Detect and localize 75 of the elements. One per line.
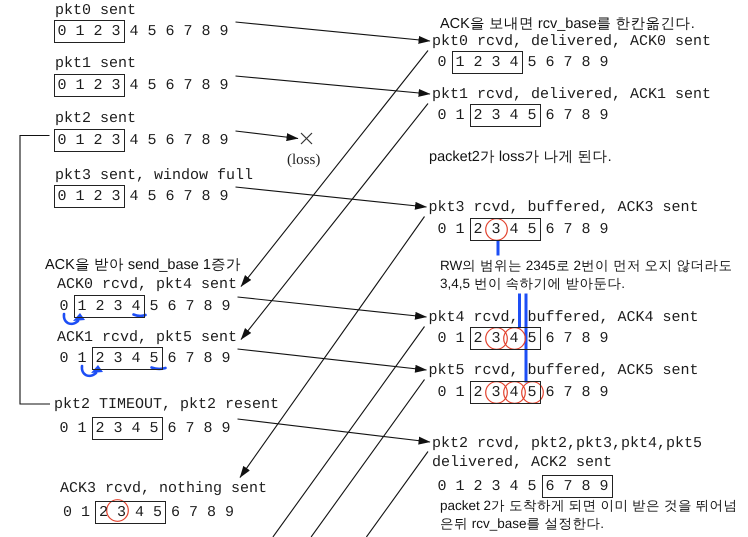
arrow	[235, 186, 427, 210]
event-label: pkt1 sent	[55, 54, 136, 72]
leader-line	[524, 294, 528, 382]
sequence-numbers: 6 7 8 9	[168, 418, 231, 436]
sequence-numbers: 6 7 8 9	[171, 502, 234, 520]
window-box: 0 1 2 3	[54, 20, 125, 42]
event-label: pkt4 rcvd, buffered, ACK4 sent	[428, 308, 699, 326]
event-label: pkt5 rcvd, buffered, ACK5 sent	[428, 362, 699, 378]
sequence-numbers: 4 5 6 7 8 9	[130, 130, 229, 148]
sequence-numbers: 0 1	[438, 382, 465, 400]
arrow	[237, 296, 427, 320]
window-box: 2 3 4 5	[470, 380, 541, 404]
arrow	[235, 75, 430, 97]
window-box: 0 1 2 3	[54, 184, 125, 208]
window-box: 2 3 4 5	[470, 104, 541, 126]
sequence-numbers: 4 5 6 7 8 9	[130, 76, 229, 94]
event-label: ACK0 rcvd, pkt4 sent	[57, 276, 238, 292]
sequence-numbers: 0 1	[438, 328, 465, 346]
arrow	[237, 348, 427, 373]
note-text: ACK을 받아 send_base 1증가	[45, 256, 241, 274]
arrow	[240, 103, 428, 340]
connector-line	[366, 451, 428, 537]
sequence-numbers: 0	[60, 296, 69, 314]
event-label: ACK3 rcvd, nothing sent	[60, 480, 268, 496]
window-box: 1 2 3 4	[74, 294, 145, 318]
arrow	[237, 418, 430, 445]
cross-icon	[300, 132, 313, 145]
connector-line	[272, 326, 425, 537]
sequence-numbers: 6 7 8 9	[168, 348, 231, 366]
sequence-numbers: 0	[438, 52, 447, 70]
event-label: pkt2 rcvd, pkt2,pkt3,pkt4,pkt5 delivered, ACK2 sent	[432, 434, 717, 472]
note-text: ACK을 보내면 rcv_base를 한칸옮긴다.	[440, 15, 695, 33]
sequence-numbers: 0 1 2 3 4 5	[438, 476, 537, 494]
event-label: pkt0 rcvd, delivered, ACK0 sent	[432, 32, 712, 50]
window-box: 2 3 4 5	[92, 346, 163, 370]
sequence-numbers: 6 7 8 9	[546, 382, 609, 400]
note-text: packet2가 loss가 나게 된다.	[429, 148, 612, 166]
event-label: pkt2 TIMEOUT, pkt2 resent	[54, 396, 280, 412]
sequence-numbers: 0 1	[60, 348, 87, 366]
sequence-numbers: 6 7 8 9	[546, 220, 609, 238]
event-label: pkt2 sent	[55, 110, 136, 126]
note-text: packet 2가 도착하게 되면 이미 받은 것을 뛰어넘은뒤 rcv_base를 설정한다.	[440, 497, 739, 533]
sequence-numbers: 5 6 7 8 9	[528, 52, 609, 70]
event-label: ACK1 rcvd, pkt5 sent	[57, 328, 238, 346]
sequence-numbers: 4 5 6 7 8 9	[130, 186, 229, 204]
arrow	[235, 130, 298, 142]
sequence-numbers: 6 7 8 9	[546, 328, 609, 346]
arrow	[235, 21, 430, 44]
arrow	[240, 50, 428, 287]
leader-line	[518, 294, 521, 328]
window-box: 2 3 4 5	[470, 326, 541, 350]
sequence-numbers: 4 5 6 7 8 9	[130, 22, 229, 40]
sequence-numbers: 0 1	[60, 418, 87, 436]
connector-line	[310, 379, 425, 537]
sequence-numbers: 0 1	[438, 106, 465, 124]
leader-line	[496, 240, 500, 256]
window-box: 1 2 3 4	[452, 50, 523, 74]
sequence-numbers: 0 1	[438, 220, 465, 238]
window-box: 0 1 2 3	[54, 74, 125, 96]
window-box: 2 3 4 5	[92, 416, 163, 440]
window-box: 0 1 2 3	[54, 128, 125, 152]
sequence-numbers: 6 7 8 9	[546, 106, 609, 124]
arrow	[240, 216, 425, 478]
note-text: RW의 범위는 2345로 2번이 먼저 오지 않더라도 3,4,5 번이 속하기에 받아둔다.	[440, 256, 742, 292]
event-label: pkt0 sent	[55, 2, 136, 18]
sequence-numbers: 0 1	[63, 502, 90, 520]
caption-text: (loss)	[287, 152, 320, 169]
connector-line	[19, 134, 50, 405]
sequence-numbers: 5 6 7 8 9	[150, 296, 231, 314]
event-label: pkt1 rcvd, delivered, ACK1 sent	[432, 86, 712, 102]
window-box: 6 7 8 9	[542, 474, 613, 498]
event-label: pkt3 sent, window full	[55, 166, 254, 184]
window-box: 2 3 4 5	[470, 218, 541, 240]
event-label: pkt3 rcvd, buffered, ACK3 sent	[428, 198, 699, 216]
window-box: 2 3 4 5	[95, 500, 166, 524]
